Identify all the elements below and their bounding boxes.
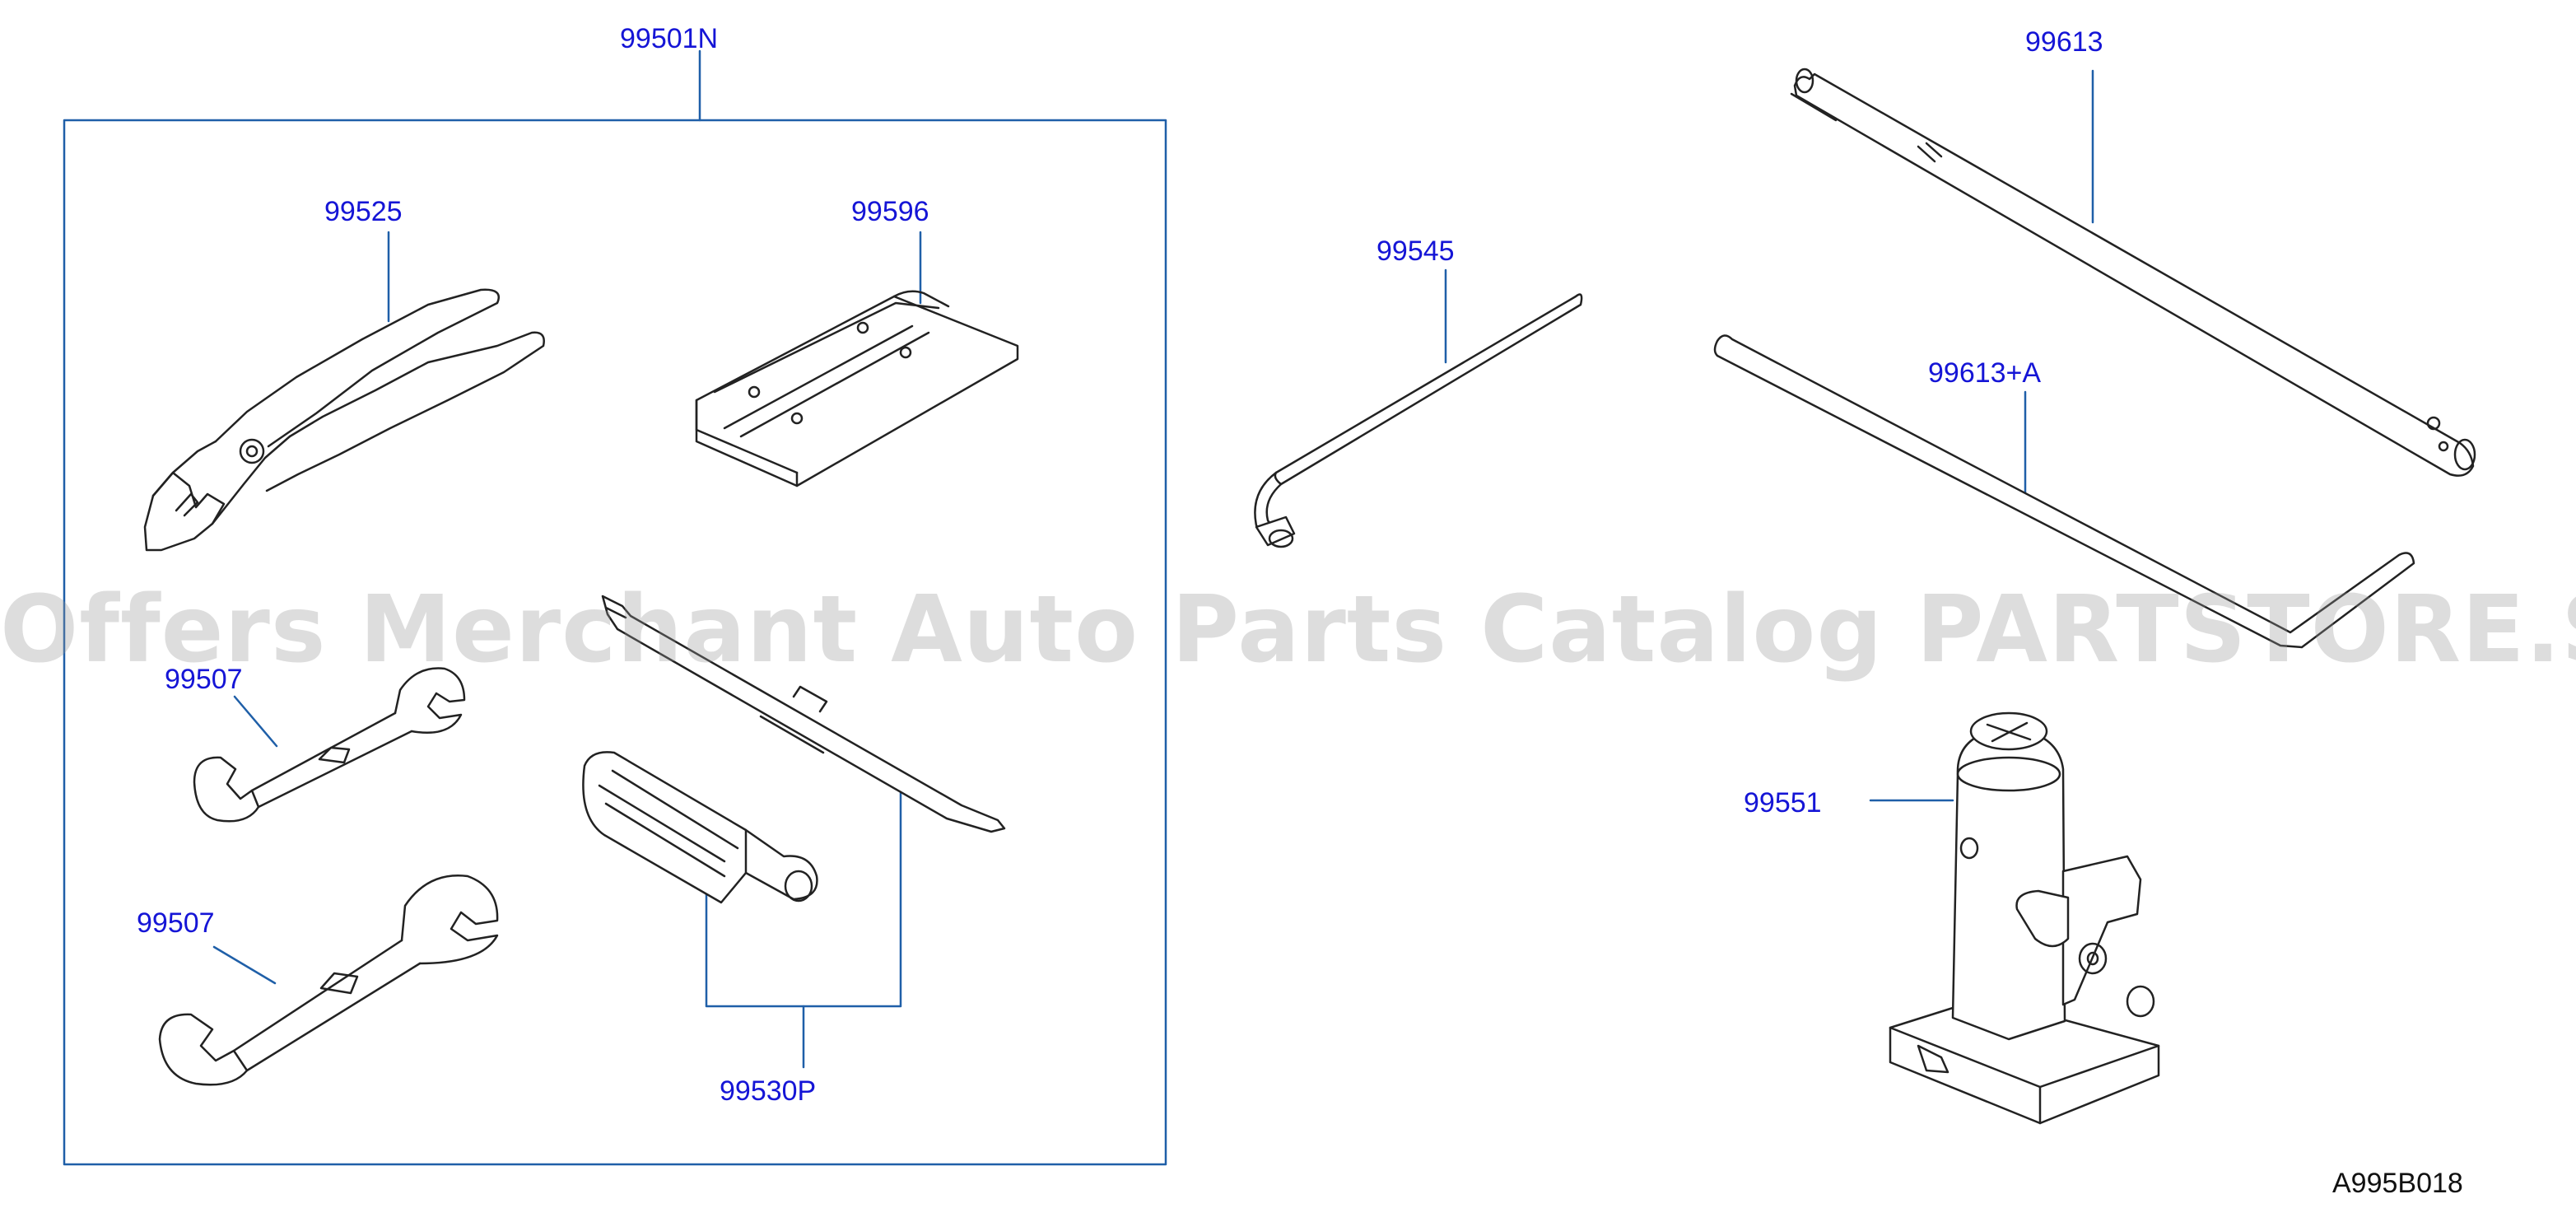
jack-handle-drawing [1713, 334, 2415, 649]
jack-rod-drawing [1790, 68, 2476, 477]
callout-wrench-small-99507[interactable]: 99507 [165, 664, 243, 695]
screwdriver-handle-drawing [582, 751, 818, 904]
plate-drawing [695, 290, 1019, 487]
kit-frame [63, 119, 1167, 1166]
wrench-large-drawing [158, 875, 499, 1086]
callout-wheel-wrench-99545[interactable]: 99545 [1377, 236, 1455, 267]
callout-pliers-99525[interactable]: 99525 [324, 196, 403, 227]
callout-screwdriver-99530p[interactable]: 99530P [720, 1075, 817, 1107]
leader-lines [212, 49, 2094, 1069]
wheel-wrench-drawing [1254, 293, 1583, 548]
callout-jack-rod-99613[interactable]: 99613 [2025, 26, 2103, 58]
wrench-small-drawing [193, 667, 466, 823]
pliers-drawing [143, 288, 545, 552]
bottle-jack-drawing [1889, 711, 2160, 1125]
screwdriver-shaft-drawing [601, 595, 1006, 833]
callout-jack-handle-99613a[interactable]: 99613+A [1928, 357, 2042, 389]
callout-jack-99551[interactable]: 99551 [1744, 787, 1822, 819]
callout-kit-99501n[interactable]: 99501N [620, 23, 719, 54]
callout-plate-99596[interactable]: 99596 [851, 196, 929, 227]
reference-code: A995B018 [2332, 1168, 2463, 1199]
callout-wrench-large-99507[interactable]: 99507 [137, 907, 215, 939]
